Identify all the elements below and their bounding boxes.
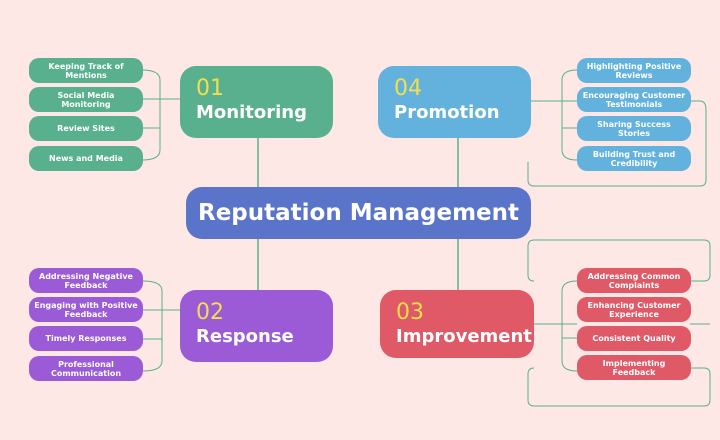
leaf-consistent-quality: Consistent Quality: [577, 326, 691, 351]
branch-label: Response: [196, 326, 294, 347]
branch-monitoring: 01 Monitoring: [180, 66, 333, 138]
leaf-keeping-track: Keeping Track of Mentions: [29, 58, 143, 83]
branch-improvement: 03 Improvement: [380, 290, 534, 358]
leaf-social-media-monitoring: Social Media Monitoring: [29, 87, 143, 112]
leaf-sharing-stories: Sharing Success Stories: [577, 116, 691, 141]
branch-number: 02: [196, 300, 224, 325]
branch-label: Promotion: [394, 102, 500, 123]
central-node: Reputation Management: [186, 187, 531, 239]
leaf-engaging-positive: Engaging with Positive Feedback: [29, 297, 143, 322]
branch-label: Improvement: [396, 326, 532, 347]
leaf-professional-communication: Professional Communication: [29, 356, 143, 381]
leaf-addressing-negative: Addressing Negative Feedback: [29, 268, 143, 293]
leaf-implementing-feedback: Implementing Feedback: [577, 355, 691, 380]
branch-promotion: 04 Promotion: [378, 66, 531, 138]
leaf-building-trust: Building Trust and Credibility: [577, 146, 691, 171]
leaf-timely-responses: Timely Responses: [29, 326, 143, 351]
leaf-enhancing-experience: Enhancing Customer Experience: [577, 297, 691, 322]
branch-number: 04: [394, 76, 422, 101]
leaf-encouraging-testimonials: Encouraging Customer Testimonials: [577, 87, 691, 112]
leaf-addressing-complaints: Addressing Common Complaints: [577, 268, 691, 293]
branch-number: 03: [396, 300, 424, 325]
branch-label: Monitoring: [196, 102, 307, 123]
branch-response: 02 Response: [180, 290, 333, 362]
leaf-highlighting-reviews: Highlighting Positive Reviews: [577, 58, 691, 83]
leaf-news-media: News and Media: [29, 146, 143, 171]
branch-number: 01: [196, 76, 224, 101]
leaf-review-sites: Review Sites: [29, 116, 143, 141]
